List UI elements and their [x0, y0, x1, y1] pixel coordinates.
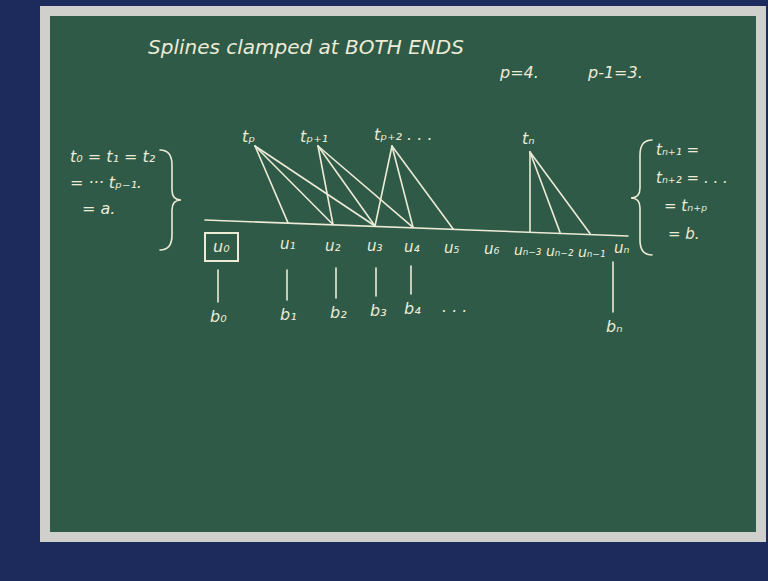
coefficient-label: bₙ: [606, 318, 623, 336]
knot-line: [318, 146, 375, 226]
point-label: u₃: [367, 238, 383, 255]
coefficient-label: b₂: [330, 304, 347, 322]
knot-line: [530, 152, 560, 232]
board-surface: [50, 16, 756, 532]
tick-line: [410, 266, 412, 294]
board-frame: [40, 6, 766, 542]
point-label: u₅: [444, 240, 460, 257]
axis-line: [205, 220, 628, 236]
left-brace: [160, 150, 181, 250]
knot-line: [255, 146, 375, 226]
ellipsis: . . .: [442, 298, 467, 316]
knot-label: tₙ: [522, 130, 535, 148]
knot-equation: = a.: [82, 200, 115, 218]
knot-line: [255, 146, 333, 225]
point-label: uₙ: [614, 240, 630, 257]
knot-label: tₚ₊₁: [300, 128, 328, 146]
point-label: u₂: [325, 238, 341, 255]
knot-equation: tₙ₊₂ = . . .: [656, 170, 728, 187]
tick-line: [286, 270, 288, 300]
knot-line: [318, 146, 413, 227]
parameter-note: p=4.: [500, 64, 539, 82]
knot-label: tₚ: [242, 128, 255, 146]
knot-line: [530, 152, 590, 234]
boxed-point: u₀: [204, 232, 239, 262]
tick-line: [335, 268, 337, 298]
knot-equation: = tₙ₊ₚ: [664, 198, 708, 215]
board-title: Splines clamped at BOTH ENDS: [148, 36, 464, 58]
point-label: uₙ₋₃: [514, 243, 541, 258]
tick-line: [375, 268, 377, 296]
knot-equation: = b.: [668, 226, 700, 243]
knot-equation: t₀ = t₁ = t₂: [70, 148, 155, 166]
knot-line: [392, 146, 413, 227]
coefficient-label: b₃: [370, 302, 387, 320]
point-label: u₆: [484, 241, 500, 258]
knot-equation: tₙ₊₁ =: [656, 142, 699, 159]
point-label: uₙ₋₁: [578, 245, 605, 260]
tick-line: [217, 270, 219, 302]
point-label: uₙ₋₂: [546, 244, 573, 259]
knot-equation: = ··· tₚ₋₁.: [70, 174, 142, 192]
point-label: u₄: [404, 239, 420, 256]
point-label: u₁: [280, 236, 296, 253]
chalk-lines: [160, 140, 652, 312]
right-brace: [631, 140, 652, 255]
knot-line: [375, 146, 392, 226]
knot-label: tₚ₊₂ . . .: [374, 126, 433, 144]
knot-line: [529, 152, 531, 231]
knot-line: [392, 146, 453, 229]
coefficient-label: b₄: [404, 300, 421, 318]
point-label: u₀: [213, 238, 230, 256]
coefficient-label: b₁: [280, 306, 297, 324]
parameter-note: p-1=3.: [588, 64, 643, 82]
tick-line: [612, 262, 614, 312]
coefficient-label: b₀: [210, 308, 227, 326]
